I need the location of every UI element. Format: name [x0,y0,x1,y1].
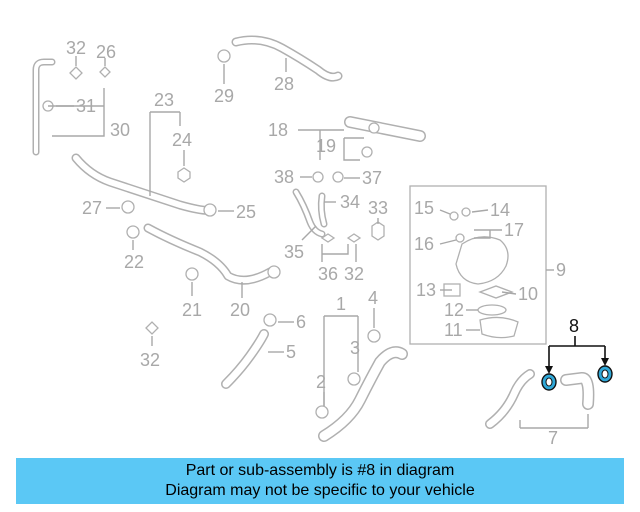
callout-35: 34 [340,192,360,212]
callout-4: 4 [368,288,378,308]
callout-13: 13 [416,280,436,300]
callout-19: 19 [316,136,336,156]
banner-line-2: Diagram may not be specific to your vehi… [165,482,475,499]
callout-11: 11 [444,320,463,340]
parts-diagram: 32 26 31 30 23 24 27 25 22 21 20 32 29 2… [32,35,613,448]
info-banner: Part or sub-assembly is #8 in diagram Di… [16,458,624,504]
callout-22: 22 [124,252,144,272]
callout-18: 18 [268,120,288,140]
callout-labels: 32 26 31 30 23 24 27 25 22 21 20 32 29 2… [66,38,579,448]
callout-2: 2 [316,372,326,392]
parts-drawing [32,35,595,442]
callout-8: 8 [569,316,579,336]
callout-37: 36 [318,264,338,284]
callout-12: 12 [444,300,464,320]
callout-34: 33 [368,198,388,218]
callout-23: 23 [154,90,174,110]
callout-28: 28 [274,74,294,94]
callout-29: 29 [214,86,234,106]
callout-14: 14 [490,200,510,220]
callout-17: 17 [504,220,524,240]
callout-32a: 32 [66,38,86,58]
callout-15: 15 [414,198,434,218]
callout-10: 10 [518,284,538,304]
callout-24: 24 [172,130,192,150]
callout-21: 21 [182,300,202,320]
callout-26: 26 [96,42,116,62]
leader-lines [48,56,589,429]
callout-36: 35 [284,242,304,262]
callout-25: 25 [236,202,256,222]
callout-30: 30 [110,120,130,140]
callout-5: 5 [286,342,296,362]
callout-1: 1 [336,294,346,314]
callout-38: 37 [362,168,382,188]
callout-32b: 32 [140,350,160,370]
callout-6: 6 [296,312,306,332]
callout-16: 16 [414,234,434,254]
banner-line-1: Part or sub-assembly is #8 in diagram [185,462,455,479]
part-8-leader [545,336,609,374]
callout-39: 38 [274,167,294,187]
callout-9: 9 [556,260,566,280]
callout-7: 7 [548,428,558,448]
callout-20: 20 [230,300,250,320]
callout-33: 32 [344,264,364,284]
callout-31: 31 [76,96,96,116]
callout-27: 27 [82,198,102,218]
callout-3: 3 [350,338,360,358]
